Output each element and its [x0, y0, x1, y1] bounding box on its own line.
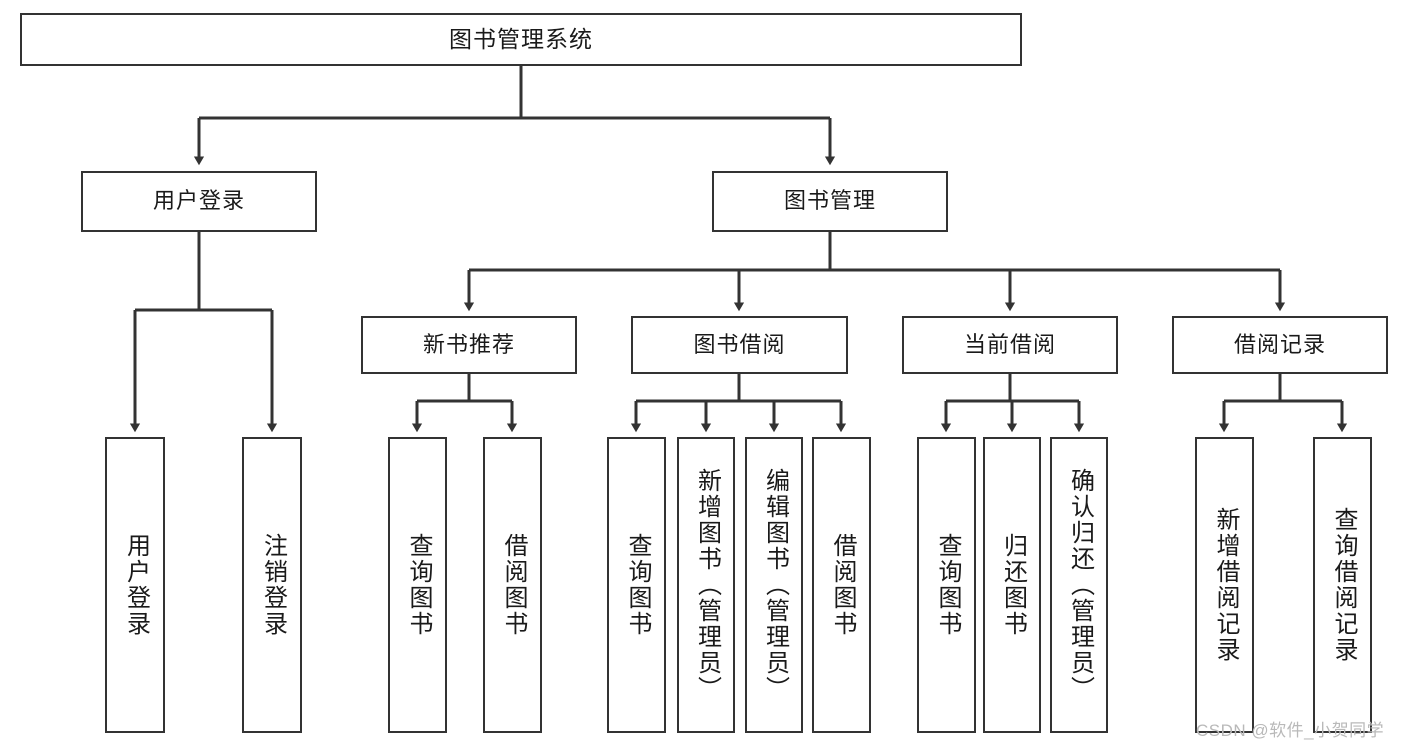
leaf-edit-book-admin[interactable]: 编辑图书（管理员）	[745, 437, 803, 733]
node-new-book-recommendation[interactable]: 新书推荐	[361, 316, 577, 374]
node-label: 借阅记录	[1233, 331, 1326, 357]
node-label: 注销登录	[259, 533, 287, 637]
node-label: 查询图书	[404, 533, 432, 637]
leaf-add-borrowing-record[interactable]: 新增借阅记录	[1195, 437, 1254, 733]
leaf-borrow-book[interactable]: 借阅图书	[812, 437, 871, 733]
node-current-borrowing[interactable]: 当前借阅	[902, 316, 1118, 374]
node-label: 用户登录	[122, 533, 150, 637]
node-label: 图书管理系统	[449, 25, 593, 52]
node-label: 图书管理	[783, 188, 876, 214]
node-label: 新书推荐	[422, 331, 515, 357]
node-root-book-management-system[interactable]: 图书管理系统	[20, 13, 1022, 66]
node-label: 借阅图书	[828, 533, 856, 637]
leaf-query-book-recommendation[interactable]: 查询图书	[388, 437, 447, 733]
node-label: 借阅图书	[499, 533, 527, 637]
node-label: 新增图书（管理员）	[693, 468, 721, 702]
leaf-query-book-current[interactable]: 查询图书	[917, 437, 976, 733]
leaf-confirm-return-admin[interactable]: 确认归还（管理员）	[1050, 437, 1108, 733]
node-label: 查询图书	[933, 533, 961, 637]
node-label: 新增借阅记录	[1211, 507, 1239, 663]
node-label: 当前借阅	[963, 331, 1056, 357]
leaf-query-book-borrowing[interactable]: 查询图书	[607, 437, 666, 733]
leaf-query-borrowing-record[interactable]: 查询借阅记录	[1313, 437, 1372, 733]
leaf-logout[interactable]: 注销登录	[242, 437, 302, 733]
leaf-user-login[interactable]: 用户登录	[105, 437, 165, 733]
leaf-borrow-book-recommendation[interactable]: 借阅图书	[483, 437, 542, 733]
node-book-borrowing[interactable]: 图书借阅	[631, 316, 848, 374]
leaf-add-book-admin[interactable]: 新增图书（管理员）	[677, 437, 735, 733]
node-label: 用户登录	[152, 188, 245, 214]
node-book-management[interactable]: 图书管理	[712, 171, 948, 232]
node-label: 归还图书	[999, 533, 1027, 637]
node-label: 查询图书	[623, 533, 651, 637]
node-label: 查询借阅记录	[1329, 507, 1357, 663]
node-borrowing-record[interactable]: 借阅记录	[1172, 316, 1388, 374]
leaf-return-book[interactable]: 归还图书	[983, 437, 1041, 733]
node-user-login[interactable]: 用户登录	[81, 171, 317, 232]
node-label: 编辑图书（管理员）	[761, 468, 789, 702]
node-label: 确认归还（管理员）	[1066, 468, 1094, 702]
node-label: 图书借阅	[693, 331, 786, 357]
